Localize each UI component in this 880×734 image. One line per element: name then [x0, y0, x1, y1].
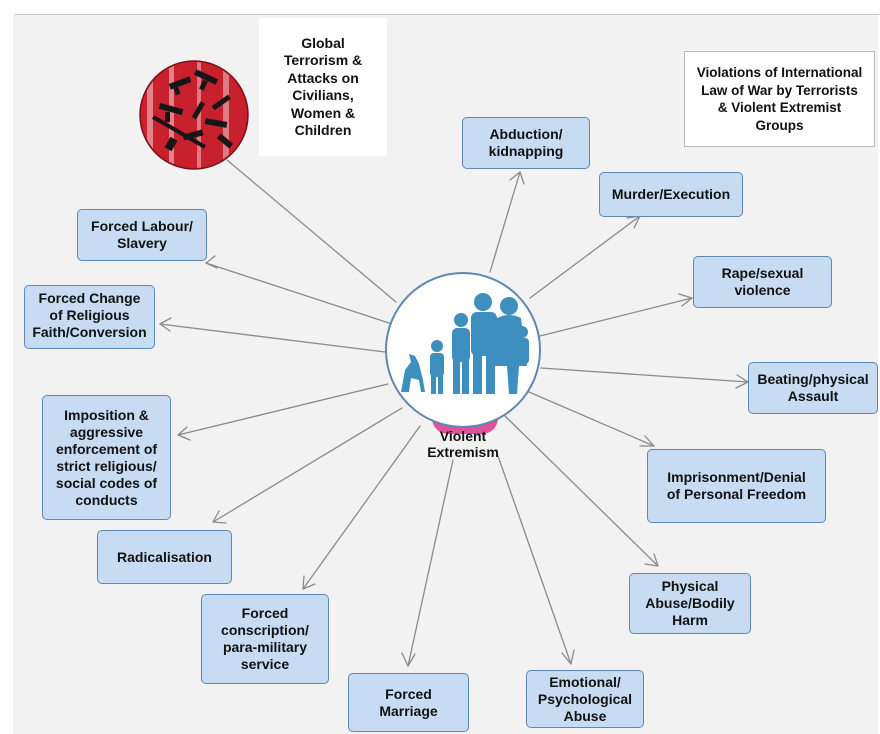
arrow-to-imposition: [177, 383, 389, 441]
box-labour: Forced Labour/ Slavery: [77, 209, 207, 261]
arrow-to-imprisonment: [528, 391, 655, 447]
box-imposition: Imposition & aggressive enforcement of s…: [42, 395, 171, 520]
hub-circle: [385, 272, 541, 428]
box-rape: Rape/sexual violence: [693, 256, 832, 308]
box-conscription: Forced conscription/ para-military servi…: [201, 594, 329, 684]
family-silhouette-icon: [401, 293, 529, 394]
box-beating: Beating/physical Assault: [748, 362, 878, 414]
arrow-to-conversion: [159, 317, 386, 353]
box-forced-marriage: Forced Marriage: [348, 673, 469, 732]
arrow-to-weapons: [226, 159, 397, 303]
title-box: Global Terrorism & Attacks on Civilians,…: [259, 18, 387, 156]
arrow-to-conscription: [302, 425, 421, 590]
arrow-to-radicalisation: [212, 407, 403, 524]
hub-label: Violent Extremism: [427, 428, 499, 460]
arrow-to-forced-marriage: [401, 459, 454, 667]
top-divider: [15, 14, 880, 15]
arrow-to-physical-abuse: [504, 415, 659, 567]
arrow-to-emotional: [497, 455, 575, 665]
arrow-to-labour: [205, 255, 393, 325]
box-radicalisation: Radicalisation: [97, 530, 232, 584]
box-conversion: Forced Change of Religious Faith/Convers…: [24, 285, 155, 349]
arrow-to-rape: [539, 293, 693, 337]
box-murder: Murder/Execution: [599, 172, 743, 217]
box-abduction: Abduction/ kidnapping: [462, 117, 590, 169]
box-physical-abuse: Physical Abuse/Bodily Harm: [629, 573, 751, 634]
arrow-to-murder: [529, 215, 641, 299]
weapons-montage-icon: [139, 60, 249, 170]
arrow-to-abduction: [489, 171, 525, 273]
box-imprisonment: Imprisonment/Denial of Personal Freedom: [647, 449, 826, 523]
box-emotional: Emotional/ Psychological Abuse: [526, 670, 644, 728]
arrow-to-beating: [540, 367, 749, 389]
legend-box: Violations of International Law of War b…: [684, 51, 875, 147]
